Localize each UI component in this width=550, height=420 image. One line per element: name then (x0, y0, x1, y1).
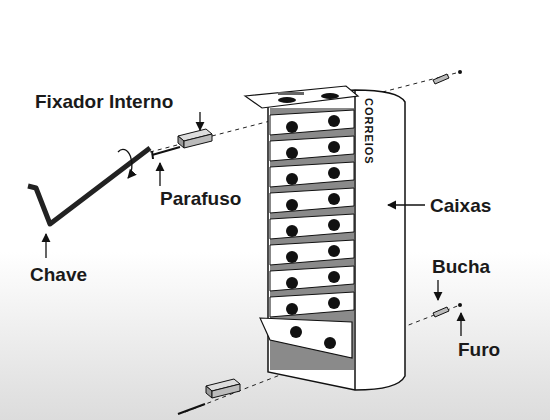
mailbox-tray (270, 188, 354, 213)
top-lid (245, 86, 358, 108)
part-label: Caixas (430, 196, 491, 215)
tray-hole (286, 173, 298, 185)
wall-hole (458, 303, 462, 307)
internal-fixer (178, 136, 184, 148)
tray-hole (328, 167, 340, 179)
internal-fixer (184, 134, 212, 148)
part-label: Parafuso (160, 189, 241, 208)
lid-hole (321, 93, 339, 99)
part-label: Bucha (432, 257, 490, 276)
leader-arrow (159, 163, 160, 186)
tray-hole (328, 245, 340, 257)
mailbox-tray (270, 292, 354, 317)
part-label: Fixador Interno (35, 92, 173, 111)
internal-fixer (212, 384, 240, 398)
tray-hole (324, 337, 336, 349)
screw-head (152, 151, 153, 159)
mailbox-tray (270, 266, 354, 291)
part-label: Furo (458, 340, 500, 359)
part-label: Chave (30, 265, 87, 284)
tray-hole (286, 121, 298, 133)
tray-hole (328, 193, 340, 205)
mailbox-tray (270, 136, 354, 161)
tray-hole (328, 141, 340, 153)
mailbox-tray (270, 162, 354, 187)
mailbox-tray (270, 214, 354, 239)
tray-hole (286, 303, 298, 315)
screw (152, 147, 180, 155)
tray-hole (286, 277, 298, 289)
rotation-arrow (118, 149, 132, 178)
brand-text: CORREIOS (363, 98, 374, 165)
wall-hole (458, 70, 462, 74)
tray-hole (328, 115, 340, 127)
leader-arrow (437, 280, 438, 300)
leader-arrow (460, 313, 461, 336)
leader-arrow (199, 112, 200, 130)
allen-key (28, 148, 150, 224)
tray-hole (328, 219, 340, 231)
tray-hole (286, 199, 298, 211)
lid-hole (278, 97, 296, 103)
mailbox-trays (270, 110, 354, 317)
leader-arrow (45, 234, 46, 258)
bottom-lid (260, 318, 352, 358)
tray-hole (286, 147, 298, 159)
internal-fixer (206, 386, 212, 398)
mailbox-tray (270, 110, 354, 135)
mailbox-tray (270, 240, 354, 265)
tray-hole (286, 251, 298, 263)
tray-hole (290, 326, 302, 338)
tray-hole (328, 297, 340, 309)
leader-arrow (388, 204, 425, 205)
tray-hole (286, 225, 298, 237)
screw (178, 404, 205, 414)
wall-anchor (433, 307, 449, 317)
tray-hole (328, 271, 340, 283)
lid-logo (278, 92, 304, 95)
wall-anchor (433, 74, 449, 84)
